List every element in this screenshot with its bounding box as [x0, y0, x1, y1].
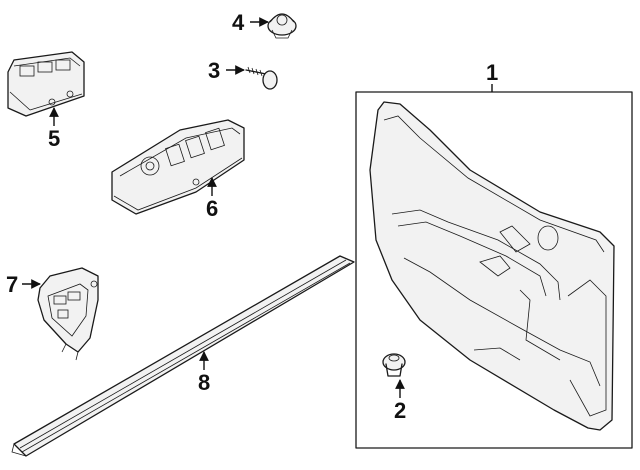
callout-8: 8: [198, 370, 210, 395]
callout-labels: 1 2 3 4 5 6 7 8: [6, 10, 498, 423]
callout-3: 3: [208, 58, 220, 83]
part-5-window-switch: [7, 51, 85, 117]
part-7-switch-bezel: [37, 267, 99, 361]
callout-4: 4: [232, 10, 245, 35]
part-2-pin: [382, 353, 406, 377]
part-6-master-switch: [111, 119, 245, 215]
part-4-clip: [267, 13, 297, 39]
part-3-screw: [245, 66, 278, 90]
part-1-door-trim-panel: [369, 101, 615, 431]
leader-lines: [22, 17, 493, 398]
callout-7: 7: [6, 272, 18, 297]
callout-1: 1: [486, 60, 498, 85]
callout-6: 6: [206, 196, 218, 221]
callout-5: 5: [48, 126, 60, 151]
callout-2: 2: [394, 398, 406, 423]
part-8-weatherstrip: [11, 255, 355, 457]
part-1-frame: [355, 91, 633, 449]
